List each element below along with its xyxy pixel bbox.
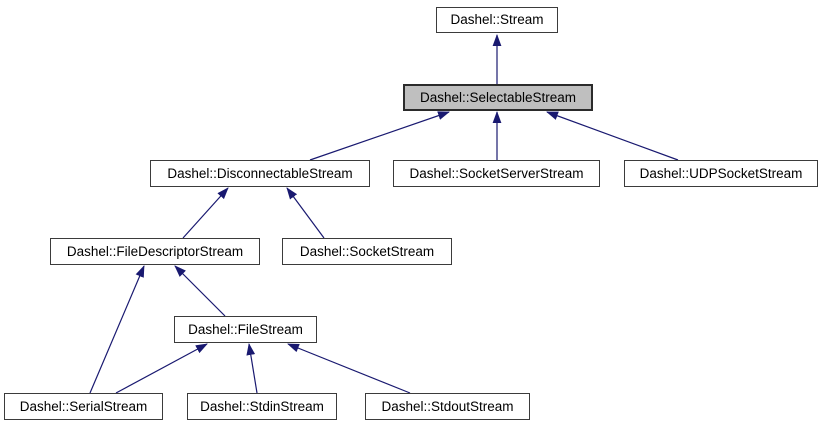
class-node-stream[interactable]: Dashel::Stream: [436, 7, 558, 33]
class-node-udp-socket-stream[interactable]: Dashel::UDPSocketStream: [624, 160, 818, 187]
inheritance-edge-file-descriptor-stream-to-disconnectable-stream: [182, 187, 229, 239]
class-node-stdout-stream[interactable]: Dashel::StdoutStream: [365, 393, 530, 420]
inheritance-edge-serial-stream-to-file-descriptor-stream: [89, 265, 145, 394]
class-node-file-stream[interactable]: Dashel::FileStream: [174, 316, 317, 343]
class-node-stdin-stream[interactable]: Dashel::StdinStream: [187, 393, 337, 420]
class-node-file-descriptor-stream[interactable]: Dashel::FileDescriptorStream: [50, 238, 260, 265]
class-node-disconnectable-stream[interactable]: Dashel::DisconnectableStream: [150, 160, 370, 187]
inheritance-edge-stdin-stream-to-file-stream: [246, 343, 258, 394]
inheritance-edge-file-stream-to-file-descriptor-stream: [174, 265, 226, 317]
inheritance-edge-stdout-stream-to-file-stream: [287, 343, 411, 394]
class-node-socket-stream[interactable]: Dashel::SocketStream: [282, 238, 452, 265]
inheritance-edge-serial-stream-to-file-stream: [115, 343, 208, 394]
class-node-socket-server-stream[interactable]: Dashel::SocketServerStream: [393, 160, 600, 187]
inheritance-edge-disconnectable-stream-to-selectable-stream: [309, 111, 450, 161]
class-node-selectable-stream: Dashel::SelectableStream: [403, 84, 593, 111]
inheritance-edge-udp-socket-stream-to-selectable-stream: [546, 111, 679, 161]
inheritance-edge-socket-stream-to-disconnectable-stream: [286, 187, 325, 239]
class-node-serial-stream[interactable]: Dashel::SerialStream: [4, 393, 163, 420]
